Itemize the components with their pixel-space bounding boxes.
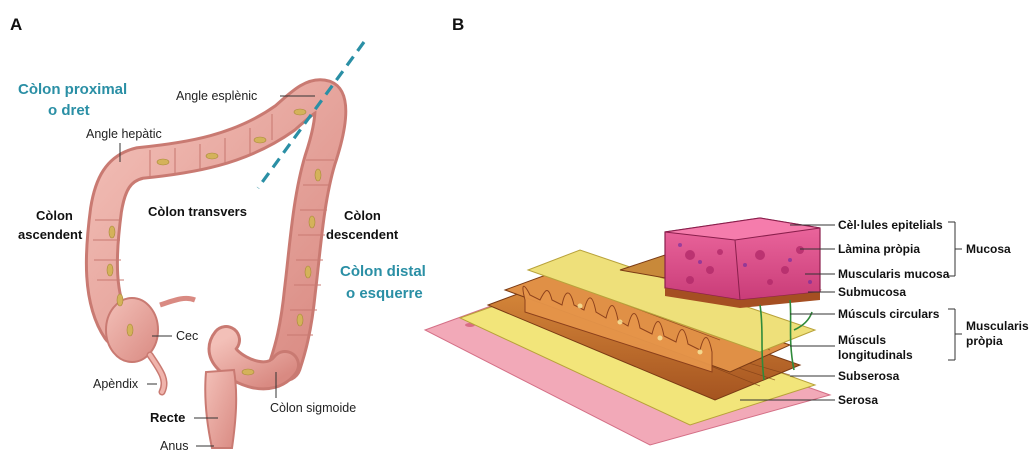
label-colon-sigmoide: Còlon sigmoide — [270, 401, 356, 415]
label-musculs-longitudinals-2: longitudinals — [838, 348, 913, 362]
label-group-muscularis-1: Muscularis — [966, 319, 1029, 333]
label-colon-descendent-1: Còlon — [344, 208, 381, 223]
label-recte: Recte — [150, 410, 185, 425]
label-lamina-propia: Làmina pròpia — [838, 242, 920, 256]
wall-illustration — [425, 218, 830, 445]
label-apendix: Apèndix — [93, 377, 139, 391]
label-cec: Cec — [176, 329, 198, 343]
label-cel-epitelials: Cèl·lules epitelials — [838, 218, 943, 232]
label-muscularis-mucosa: Muscularis mucosa — [838, 267, 950, 281]
label-group-mucosa: Mucosa — [966, 242, 1011, 256]
bracket-muscularis-propia — [948, 309, 962, 360]
label-musculs-circulars: Músculs circulars — [838, 307, 940, 321]
panel-label-a: A — [10, 15, 22, 34]
label-colon-ascendent-2: ascendent — [18, 227, 83, 242]
label-subserosa: Subserosa — [838, 369, 900, 383]
label-musculs-longitudinals-1: Músculs — [838, 333, 886, 347]
label-colon-transvers: Còlon transvers — [148, 204, 247, 219]
rectum — [205, 370, 236, 448]
label-submucosa: Submucosa — [838, 285, 906, 299]
label-colon-proximal-1: Còlon proximal — [18, 81, 127, 98]
label-colon-descendent-2: descendent — [326, 227, 399, 242]
label-serosa: Serosa — [838, 393, 878, 407]
label-colon-distal-1: Còlon distal — [340, 263, 426, 280]
label-angle-esplenic: Angle esplènic — [176, 89, 257, 103]
label-anus: Anus — [160, 439, 189, 453]
label-colon-ascendent-1: Còlon — [36, 208, 73, 223]
label-group-muscularis-2: pròpia — [966, 334, 1003, 348]
panel-label-b: B — [452, 15, 464, 34]
label-angle-hepatic: Angle hepàtic — [86, 127, 162, 141]
bracket-mucosa — [948, 222, 962, 276]
label-colon-proximal-2: o dret — [48, 102, 90, 119]
label-colon-distal-2: o esquerre — [346, 285, 423, 302]
